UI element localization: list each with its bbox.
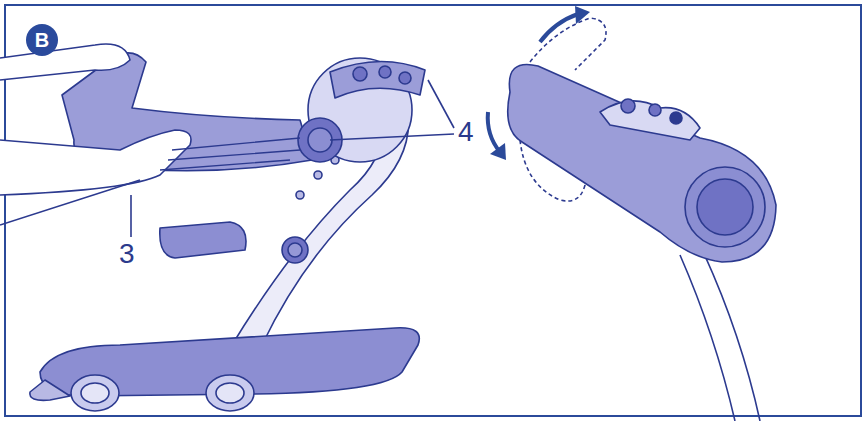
callout-number: 3 <box>119 240 135 268</box>
callout-number: 4 <box>458 118 474 146</box>
badge-letter: B <box>35 29 49 52</box>
section-badge: B <box>26 24 58 56</box>
